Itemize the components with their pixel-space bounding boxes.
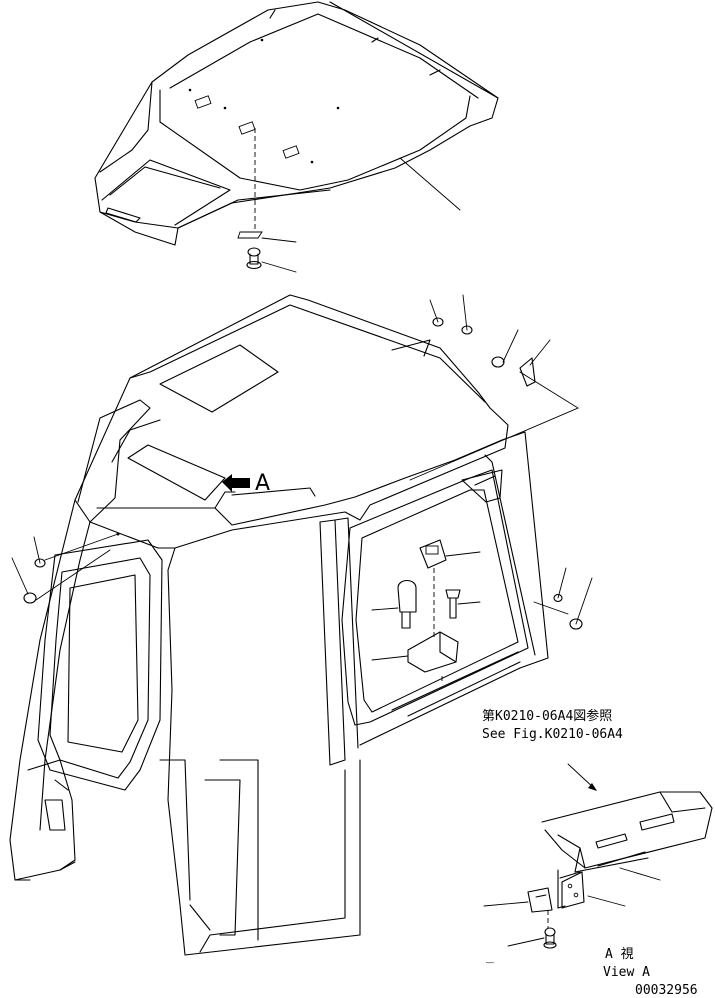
view-label-jp: A 視 [605, 947, 634, 962]
leader-headliner [399, 157, 461, 211]
leader-plate [483, 901, 529, 907]
headliner-bolt [246, 247, 262, 270]
left-bolts [11, 532, 120, 604]
leader-clip [261, 237, 297, 243]
right-bolts [533, 567, 593, 630]
leader-nameplate [619, 867, 661, 881]
view-a-detail [527, 791, 713, 949]
reference-jp: 第K0210-06A4図参照 [482, 708, 612, 724]
leader-bolt [261, 261, 297, 273]
reference-en: See Fig.K0210-06A4 [482, 727, 623, 742]
cab-frame: A [9, 294, 549, 956]
view-marker: A [255, 471, 270, 496]
view-label-en: View A [603, 965, 650, 980]
drawing-number: 00032956 [635, 983, 698, 998]
leader-dash: _ [486, 949, 494, 964]
roof-headliner [94, 1, 499, 246]
view-arrow-icon [222, 474, 250, 492]
roof-bolts [391, 294, 579, 481]
switch-assembly [371, 539, 481, 684]
leader-bracket [587, 895, 626, 907]
leader-view-bolt [507, 937, 545, 947]
